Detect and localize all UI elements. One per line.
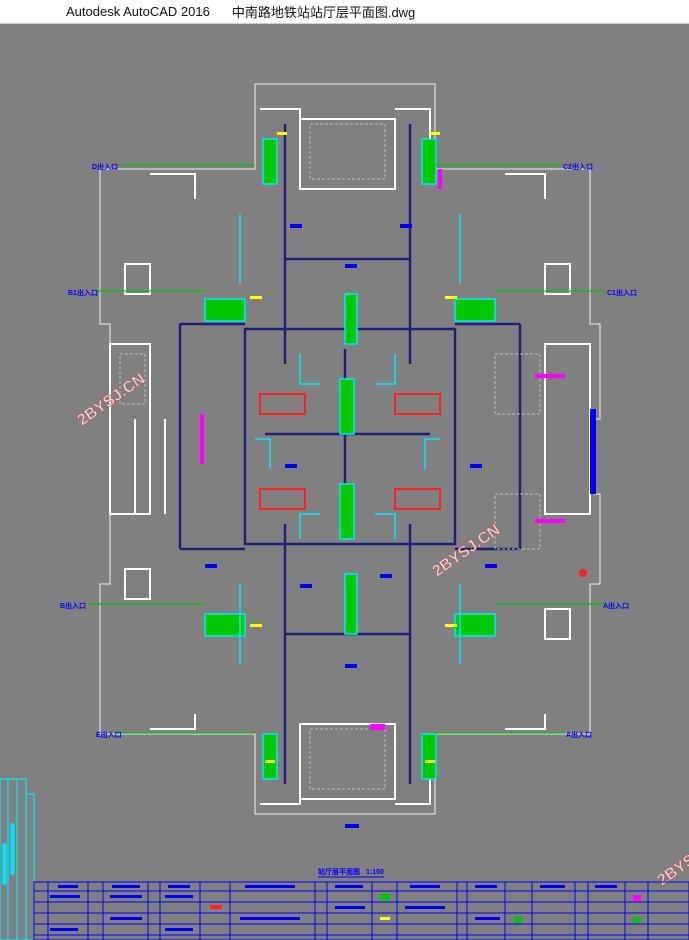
watermark-left: 2BYSJ.CN <box>75 370 149 429</box>
cyan-linework <box>239 214 461 664</box>
entrance-label-a-bottom: A出入口 <box>566 730 592 739</box>
floor-plan-drawing[interactable]: D出入口 C2出入口 B1出入口 C1出入口 B出入口 A出入口 E出入口 A出… <box>0 24 689 940</box>
file-name: 中南路地铁站站厅层平面图.dwg <box>231 5 416 20</box>
structural-grid <box>178 124 522 784</box>
entrance-label-group: D出入口 C2出入口 B1出入口 C1出入口 B出入口 A出入口 E出入口 A出… <box>60 162 637 739</box>
entrance-label-e: E出入口 <box>96 730 122 739</box>
drawing-title: 站厅层平面图 <box>318 867 360 876</box>
room-detail <box>119 123 541 790</box>
entrance-label-b: B出入口 <box>60 601 86 610</box>
entrance-label-b1: B1出入口 <box>68 288 98 297</box>
walls <box>109 108 591 805</box>
drawing-canvas[interactable]: D出入口 C2出入口 B1出入口 C1出入口 B出入口 A出入口 E出入口 A出… <box>0 24 689 940</box>
watermark-center: 2BYSJ.CN <box>430 521 504 580</box>
annotation-markers <box>205 224 596 828</box>
legend-table <box>33 881 689 940</box>
watermark-group: 2BYSJ.CN 2BYSJ.CN 2BYSJ.CN <box>74 370 689 889</box>
entrance-label-c1: C1出入口 <box>607 288 637 297</box>
entrance-label-d: D出入口 <box>92 162 118 171</box>
escalators <box>204 138 496 780</box>
left-legend-bars <box>0 778 35 940</box>
watermark-corner: 2BYSJ.CN <box>655 830 689 889</box>
window-title-bar: Autodesk AutoCAD 2016 中南路地铁站站厅层平面图.dwg <box>0 0 689 24</box>
drawing-scale: 1:150 <box>366 869 384 876</box>
drawing-title-block: 站厅层平面图 1:150 <box>318 867 384 878</box>
entrance-label-c2: C2出入口 <box>563 162 593 171</box>
station-outline <box>99 83 601 815</box>
legend-cell-marks <box>50 885 641 931</box>
accent-marks <box>200 132 587 763</box>
entrance-leaders <box>88 164 605 734</box>
entrance-label-a-right: A出入口 <box>603 601 629 610</box>
app-name: Autodesk AutoCAD 2016 <box>66 4 210 19</box>
